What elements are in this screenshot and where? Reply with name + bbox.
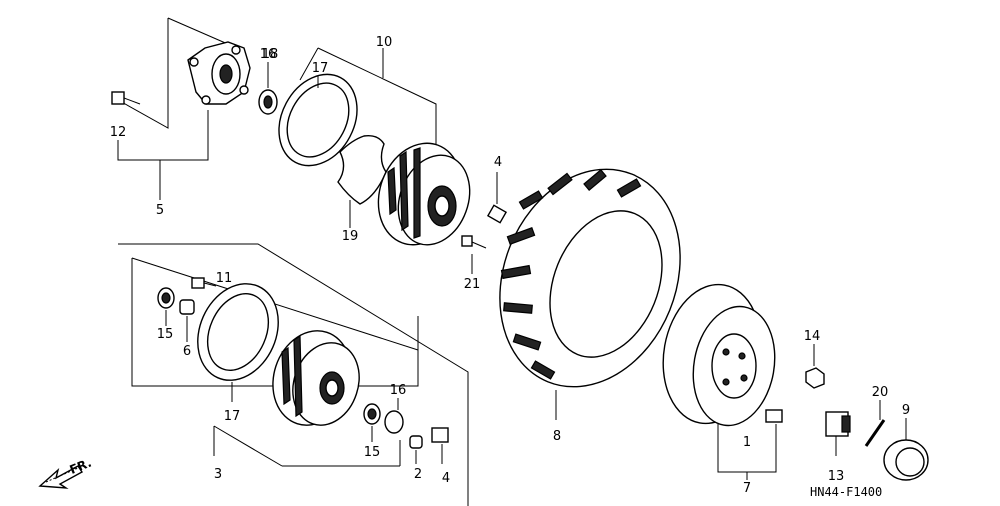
- label-14: 14: [804, 329, 821, 344]
- label-2: 2: [414, 467, 422, 482]
- label-21: 21: [464, 277, 481, 292]
- front-direction-arrow: FR.: [38, 456, 94, 489]
- bolt-21: [461, 235, 487, 274]
- castle-nut-13: [825, 411, 851, 456]
- bearing-15-right: [363, 403, 381, 442]
- label-3: 3: [214, 467, 222, 482]
- label-20: 20: [872, 385, 889, 400]
- label-6: 6: [183, 344, 191, 359]
- gasket-19: [337, 134, 387, 228]
- collar-6: [179, 299, 195, 342]
- flange-bolt-12: [111, 91, 141, 105]
- rim-7: [662, 283, 777, 480]
- label-18: 18: [262, 47, 279, 62]
- bolt-4-bottom: [431, 427, 449, 464]
- cotter-pin-20: [864, 400, 886, 447]
- group-10-bracket: [299, 47, 437, 148]
- bearing-15-left: [157, 287, 175, 326]
- label-17-bottom: 17: [224, 409, 241, 424]
- label-4-bottom: 4: [442, 471, 450, 486]
- callout-labels: 1 2 3 4 4 5 6 7 8 9 10 11 12 13 14 15 15…: [110, 35, 910, 496]
- label-15-right: 15: [364, 445, 381, 460]
- seal-17-top: [278, 73, 358, 167]
- label-8: 8: [553, 429, 561, 444]
- group-5-bracket: [117, 17, 231, 200]
- label-12: 12: [110, 125, 127, 140]
- label-17-top: 17: [312, 61, 329, 76]
- label-19: 19: [342, 229, 359, 244]
- label-15-left: 15: [157, 327, 174, 342]
- label-16-bottom: 16: [390, 383, 407, 398]
- hub-knuckle: [187, 41, 251, 105]
- tire-8: [499, 168, 681, 420]
- label-13: 13: [828, 469, 845, 484]
- direction-label: FR.: [68, 456, 94, 477]
- bolt-4-top: [486, 172, 508, 224]
- label-7: 7: [743, 481, 751, 496]
- seal-16-bottom: [384, 398, 404, 434]
- label-9: 9: [902, 403, 910, 418]
- label-11: 11: [216, 271, 233, 286]
- valve-1: [765, 409, 783, 440]
- label-4-top: 4: [494, 155, 502, 170]
- label-1: 1: [743, 435, 751, 450]
- bolt-11: [191, 277, 217, 289]
- collar-2: [409, 435, 423, 464]
- label-10: 10: [376, 35, 393, 50]
- diagram-code: HN44-F1400: [810, 485, 882, 499]
- hub-cap-9: [883, 418, 929, 481]
- label-5: 5: [156, 203, 164, 218]
- nut-14: [805, 344, 825, 389]
- brake-drum-bottom: [272, 330, 360, 426]
- label-16-top: 16: [260, 47, 277, 62]
- seal-17-bottom: [197, 283, 279, 402]
- bearing-18: [258, 62, 278, 115]
- brake-drum-top: [377, 142, 471, 246]
